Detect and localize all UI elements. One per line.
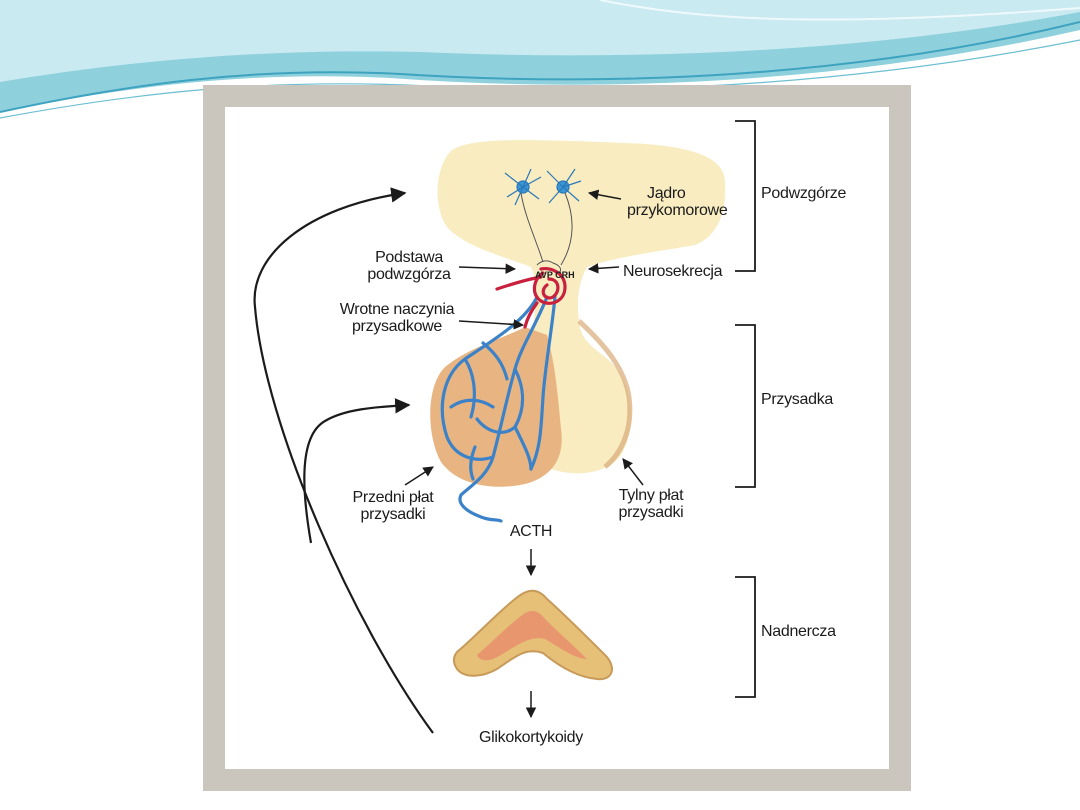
wrotne-label: Wrotne naczynia przysadkowe [335, 301, 459, 335]
neurosekrecja-pointer-arrow [587, 263, 620, 274]
wrotne-label-line1: Wrotne naczynia [339, 301, 455, 318]
wrotne-pointer-arrow [458, 319, 525, 330]
acth-label: ACTH [509, 523, 553, 540]
jadro-label-line1: Jądro [647, 185, 686, 202]
wrotne-label-line2: przysadkowe [351, 318, 443, 335]
adrenal-medulla-shape [477, 611, 587, 661]
portal-capillaries-red [495, 267, 567, 329]
podstawa-label-line1: Podstawa [375, 249, 443, 266]
region-label-przysadka: Przysadka [761, 391, 833, 408]
podstawa-pointer-arrow [458, 263, 517, 274]
podwzgorze-bracket [735, 120, 756, 272]
avp-crh-label: AVP CRH [535, 270, 575, 280]
feedback-arrow-long [253, 187, 434, 734]
neuron-cells [504, 168, 582, 274]
jadro-label-line2: przykomorowe [627, 202, 728, 219]
figure-panel: Jądro przykomorowe Podstawa podwzgórza A… [225, 107, 889, 769]
przysadka-bracket [735, 324, 756, 488]
tylny-label-line1: Tylny płat [618, 487, 684, 504]
nadnercza-bracket [735, 576, 756, 698]
jadro-label: Jądro przykomorowe [627, 185, 728, 219]
tylny-label-line2: przysadki [618, 504, 684, 521]
portal-capillaries-blue [440, 295, 557, 523]
hpa-axis-diagram [253, 120, 756, 734]
podstawa-label-line2: podwzgórza [367, 266, 451, 283]
tylny-label: Tylny płat przysadki [611, 487, 691, 521]
neurosekrecja-label: Neurosekrecja [623, 263, 723, 280]
przedni-label-line2: przysadki [360, 506, 426, 523]
podstawa-label: Podstawa podwzgórza [361, 249, 457, 283]
hypothalamus-shape [437, 140, 726, 474]
feedback-arrow-short [303, 398, 411, 544]
posterior-lobe-edge [577, 319, 633, 469]
jadro-pointer-arrow [587, 189, 622, 200]
anterior-lobe-shape [430, 327, 562, 487]
region-label-nadnercza: Nadnercza [761, 623, 836, 640]
glikokortykoidy-label: Glikokortykoidy [479, 729, 583, 746]
przedni-pointer-arrow [404, 466, 434, 486]
tylny-pointer-arrow [622, 458, 644, 486]
region-label-podwzgorze: Podwzgórze [761, 185, 847, 202]
przedni-label-line1: Przedni płat [352, 489, 434, 506]
przedni-label: Przedni płat przysadki [345, 489, 441, 523]
